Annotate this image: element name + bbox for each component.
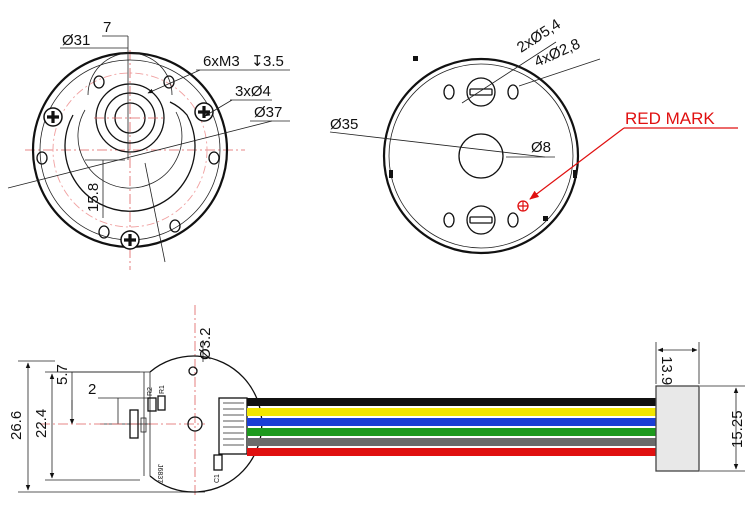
- mounting-hole: [169, 219, 181, 233]
- rear-inner-edge: [388, 63, 574, 249]
- dim-two-label: 2: [88, 381, 96, 398]
- rear-tab: [389, 170, 393, 178]
- red-mark-leader: [529, 127, 625, 200]
- wire-bundle: [247, 398, 656, 456]
- dim-diameter-line: [7, 120, 273, 189]
- mounting-hole: [208, 151, 220, 165]
- bolt-circle: [52, 72, 208, 228]
- rear-hole: [507, 84, 519, 100]
- wire-blue: [247, 418, 656, 426]
- wire-green: [247, 428, 656, 436]
- component-r2: [147, 397, 157, 412]
- mounting-hole: [36, 151, 48, 165]
- dim-height-inner-label: 22.4: [33, 409, 50, 438]
- pcb-small-hole: [188, 366, 198, 376]
- dim-center-label: Ø8: [531, 139, 551, 156]
- mounting-hole: [93, 75, 105, 89]
- crescent-inner: [77, 109, 183, 189]
- dim-depth-symbol: ↧: [251, 53, 264, 70]
- rear-hole: [443, 84, 455, 100]
- side-view: 26.6 22.4 5.7 2 Ø3.2 R2 R1 C1 J6837: [8, 305, 263, 495]
- pcb-r1-label: R1: [159, 385, 166, 394]
- dim-depth-label: 3.5: [263, 53, 284, 70]
- header-pins: [223, 402, 244, 446]
- screws: [43, 102, 214, 250]
- screw-icon: [194, 102, 214, 122]
- dim-top-label: 5.7: [54, 364, 71, 385]
- dim-flange-label: Ø37: [254, 104, 282, 121]
- dim-leader: [461, 41, 557, 104]
- mounting-hole: [163, 75, 175, 89]
- pin-slot: [469, 216, 493, 224]
- dim-line: [144, 162, 166, 263]
- dim-height-total-label: 26.6: [8, 411, 25, 440]
- rear-hole: [507, 212, 519, 228]
- pcb-hole: [187, 416, 203, 432]
- dim-seven-label: 7: [103, 19, 111, 36]
- motor-tab: [129, 409, 139, 439]
- dim-diameter-line: [329, 131, 546, 158]
- dim-threads-label: 6xM3: [203, 53, 240, 70]
- wire-yellow: [247, 408, 656, 416]
- crescent-top: [87, 52, 173, 96]
- screw-icon: [120, 230, 140, 250]
- connector-view: 13.9 15.25: [655, 342, 746, 472]
- dim-holes-label: 3xØ4: [235, 83, 271, 100]
- connector-housing: [655, 385, 700, 472]
- component-r1: [157, 395, 166, 411]
- rear-view: 2xØ5,4 4xØ2,8 Ø35 Ø8 RED MARK: [329, 16, 738, 255]
- crescent-housing: [64, 101, 196, 212]
- rear-tab: [413, 56, 418, 61]
- red-mark-label: RED MARK: [625, 109, 715, 128]
- dim-leader: [204, 99, 233, 117]
- pcb-header: [218, 397, 248, 455]
- rear-tab: [543, 216, 548, 221]
- dim-offset-label: 15.8: [85, 183, 102, 212]
- mounting-holes: [36, 75, 220, 239]
- pcb-code-label: J6837: [156, 464, 163, 483]
- wire-gray: [247, 438, 656, 446]
- dim-hole-label: Ø3.2: [197, 327, 214, 360]
- pin-slot: [469, 88, 493, 96]
- pcb-c1-label: C1: [214, 474, 221, 483]
- dim-leader: [147, 69, 201, 94]
- dim-connector-height-label: 15.25: [729, 410, 746, 448]
- component-c1: [213, 454, 223, 471]
- pcb-r2-label: R2: [147, 387, 154, 396]
- wire-red: [247, 448, 656, 456]
- rear-hole: [443, 212, 455, 228]
- component-pads: [140, 417, 147, 433]
- pin-bottom: [466, 205, 496, 235]
- front-view: Ø31 7 6xM3 ↧ 3.5 3xØ4 Ø37 15.8: [7, 19, 290, 270]
- dim-outer-label: Ø31: [62, 32, 90, 49]
- screw-icon: [43, 107, 63, 127]
- wire-black: [247, 398, 656, 406]
- rear-outer: [382, 57, 580, 255]
- dim-rear-outer-label: Ø35: [330, 116, 358, 133]
- rear-tab: [573, 170, 577, 178]
- red-mark-cross: [518, 201, 528, 211]
- mounting-hole: [98, 225, 110, 239]
- dim-leader: [518, 58, 601, 87]
- rear-center-hole: [458, 133, 504, 179]
- pin-top: [466, 77, 496, 107]
- dim-connector-width-label: 13.9: [658, 356, 675, 385]
